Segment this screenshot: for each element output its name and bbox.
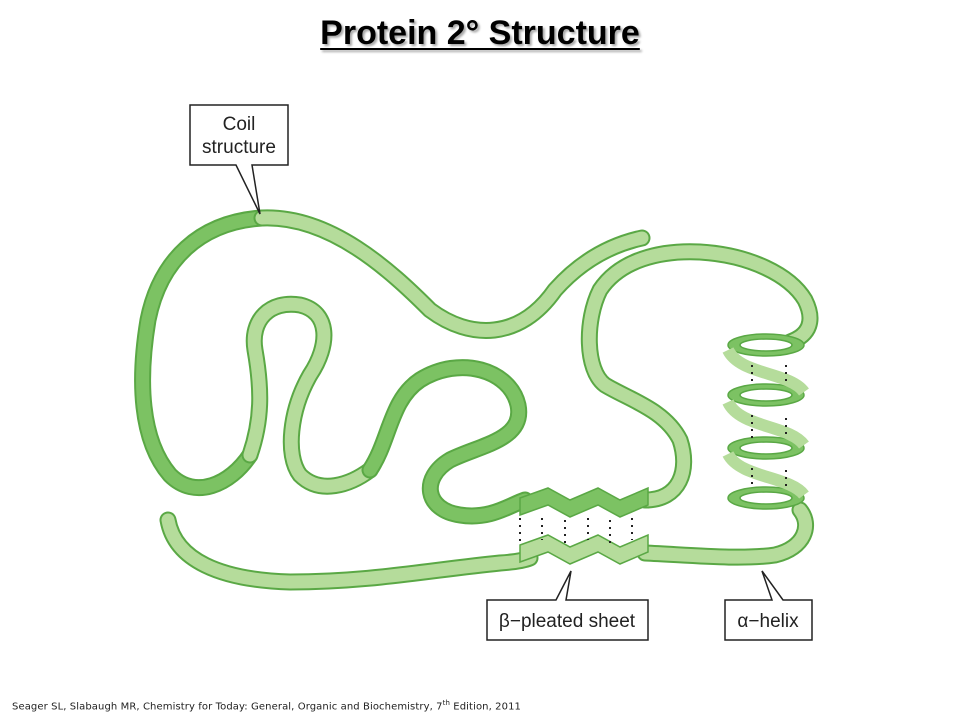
helix-front-band-1 <box>722 346 809 397</box>
beta-label: β−pleated sheet <box>499 611 636 632</box>
beta-callout: β−pleated sheet <box>486 570 649 641</box>
beta-pleated-sheet <box>519 486 649 565</box>
alpha-helix <box>722 333 809 510</box>
beta-strand-upper <box>519 486 649 518</box>
coil-callout: Coil structure <box>189 104 289 215</box>
page-title: Protein 2° Structure <box>320 14 640 52</box>
alpha-label: α−helix <box>737 611 799 632</box>
coil-label-line2: structure <box>202 137 276 158</box>
beta-strand-lower <box>519 533 649 565</box>
coil-label-line1: Coil <box>223 114 256 135</box>
ribbon-inner-loop <box>241 295 379 495</box>
citation: Seager SL, Slabaugh MR, Chemistry for To… <box>12 699 522 713</box>
coil-ribbon <box>134 209 819 591</box>
alpha-callout: α−helix <box>724 570 813 641</box>
